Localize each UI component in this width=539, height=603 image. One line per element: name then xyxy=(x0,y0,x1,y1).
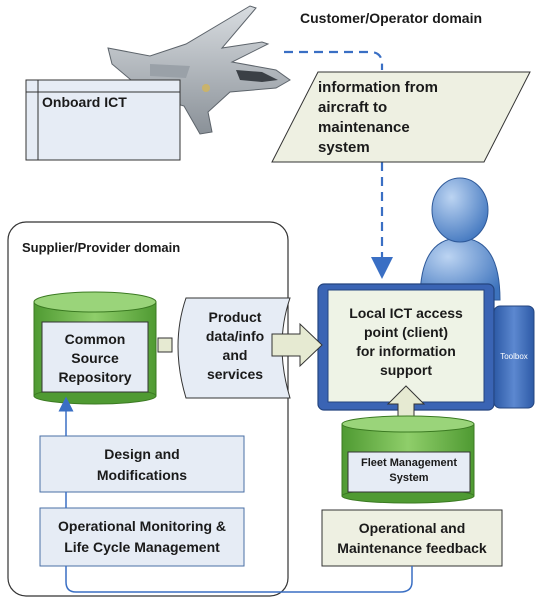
fleet-management-cylinder xyxy=(341,415,475,504)
fighter-jet-icon xyxy=(107,5,291,135)
product-data-shape xyxy=(177,297,291,399)
local-ict-label: Local ICT access point (client) for info… xyxy=(349,305,463,378)
operational-feedback-box xyxy=(321,509,503,567)
info-from-aircraft-label: information from aircraft to maintenance… xyxy=(318,79,438,156)
customer-domain-label: Customer/Operator domain xyxy=(300,10,483,26)
product-data-label: Product data/info and services xyxy=(205,309,265,382)
toolbox-label: Toolbox xyxy=(500,352,528,361)
common-source-repository-label: Common Source Repository xyxy=(58,331,132,385)
operational-monitoring-label: Operational Monitoring & Life Cycle Mana… xyxy=(58,518,226,555)
person-icon xyxy=(419,177,501,301)
operational-feedback-label: Operational and Maintenance feedback xyxy=(337,520,487,556)
fleet-management-label: Fleet Management System xyxy=(361,457,457,484)
info-from-aircraft-shape xyxy=(271,71,531,163)
product-to-ict-arrow xyxy=(271,322,323,368)
toolbox-shape xyxy=(493,305,535,409)
design-modifications-label: Design and Modifications xyxy=(96,446,188,483)
onboard-ict-label: Onboard ICT xyxy=(42,94,127,110)
common-source-repository-cylinder xyxy=(33,291,157,405)
design-modifications-box xyxy=(39,435,245,493)
operational-monitoring-box xyxy=(39,507,245,567)
supplier-domain-frame xyxy=(7,221,289,597)
supplier-domain-label: Supplier/Provider domain xyxy=(22,240,181,255)
onboard-ict-box xyxy=(25,79,181,161)
